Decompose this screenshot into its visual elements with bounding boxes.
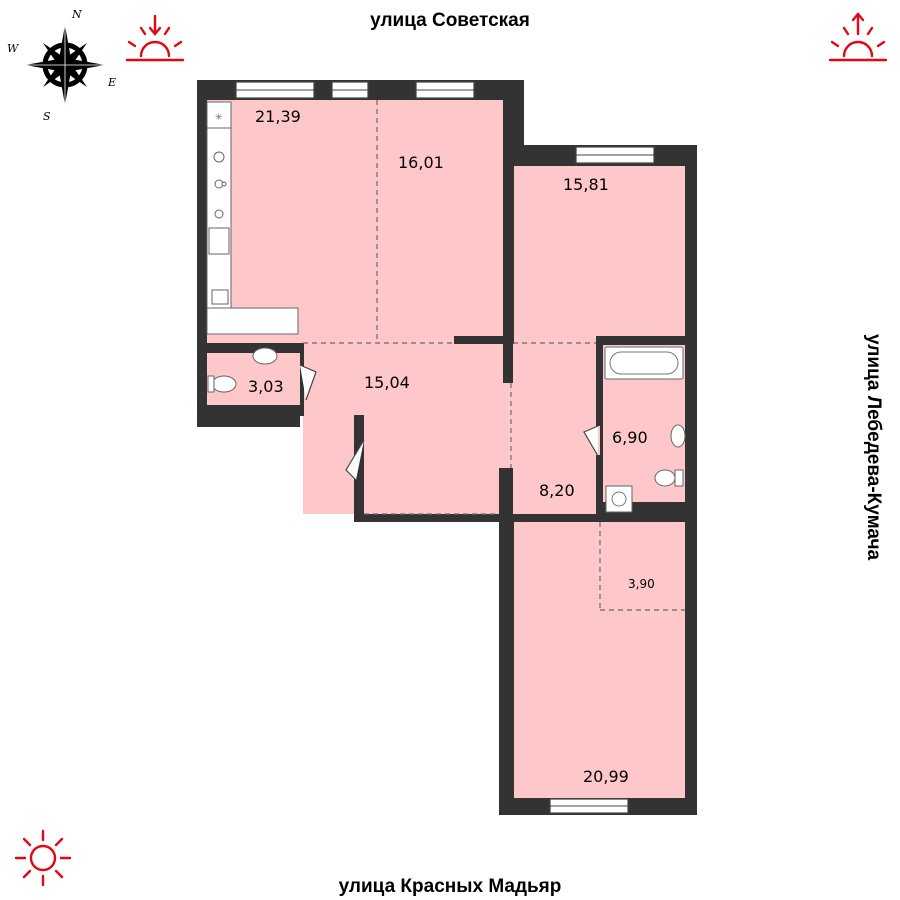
area-wc: 3,03 [248,377,284,396]
inner-walls [197,100,697,522]
street-bottom-label: улица Красных Мадьяр [339,876,562,897]
sunrise-icon [828,12,888,62]
compass-rose-icon [25,25,105,105]
room-corridor [513,336,600,522]
room-kitchen-living [207,100,503,343]
washing-machine-icon [605,485,633,513]
sink-icon [208,227,230,255]
compass-west-label: W [7,42,20,55]
room-hall [303,343,513,514]
area-hall: 15,04 [364,373,410,392]
toilet-icon [211,375,237,393]
street-top-label: улица Советская [370,10,530,31]
compass-east-label: E [107,76,116,89]
area-closet: 3,90 [628,577,655,591]
area-kitchen: 21,39 [255,107,301,126]
area-bathroom: 6,90 [612,428,648,447]
doors [299,364,599,481]
compass-south-label: S [43,110,51,123]
street-right-label: улица Лебедева-Кумача [863,334,884,561]
zone-separators [303,100,685,611]
area-labels: 21,39 16,01 15,81 3,03 15,04 6,90 8,20 3… [248,107,655,786]
wc-fixtures [207,347,278,393]
area-corridor: 8,20 [539,481,575,500]
room-bedroom-bottom [514,522,685,798]
stove-icon [213,151,225,163]
washbasin-icon [252,347,278,365]
svg-text:✳: ✳ [215,113,223,123]
bathroom-toilet-icon [654,469,676,487]
windows [235,81,655,814]
sun-icon [14,829,72,887]
compass-north-label: N [71,8,82,21]
area-bedroom-top: 15,81 [563,175,609,194]
room-fills [207,100,685,798]
bathroom-fixtures [604,346,686,513]
area-bedroom-bottom: 20,99 [583,767,629,786]
kitchen-counter: ✳ [206,101,299,335]
room-bedroom-top [514,166,685,336]
area-living: 16,01 [398,153,444,172]
sunset-icon [125,14,185,62]
bathroom-sink-icon [670,424,686,448]
